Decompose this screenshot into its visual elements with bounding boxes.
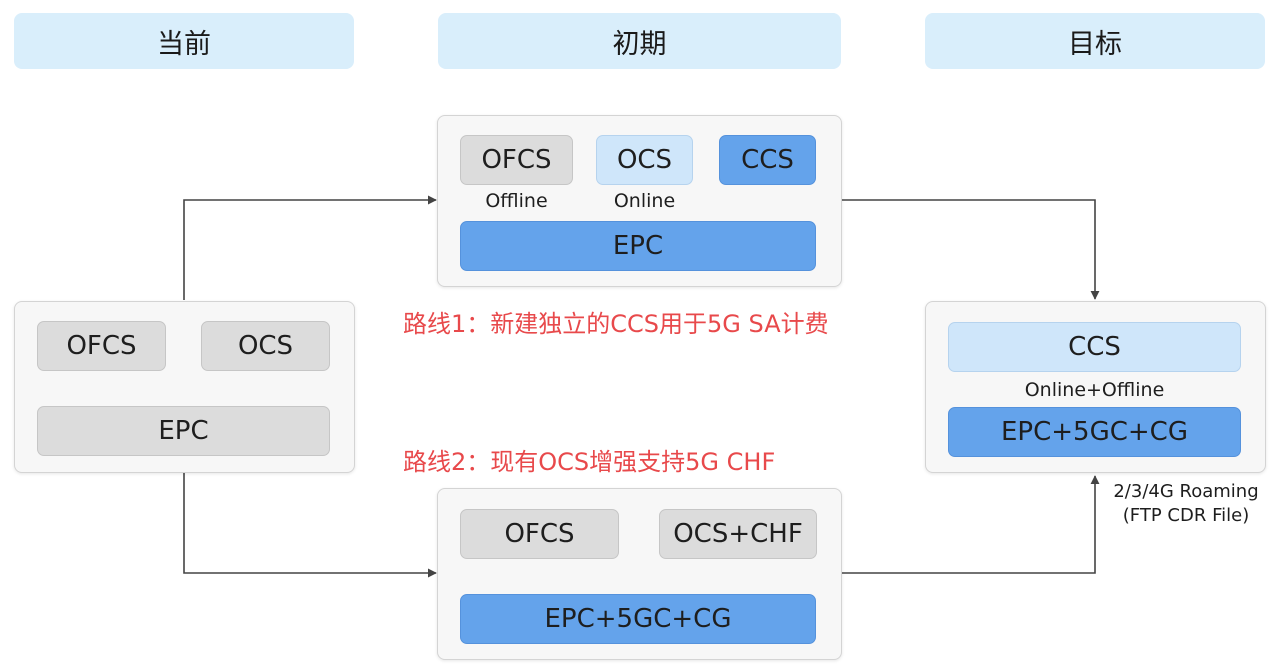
route2-ofcs-block: OFCS xyxy=(460,509,619,559)
route2-label: 路线2：现有OCS增强支持5G CHF xyxy=(403,448,776,476)
route1-label: 路线1：新建独立的CCS用于5G SA计费 xyxy=(403,310,829,338)
arrow-current-to-route1 xyxy=(183,195,437,300)
route1-ofcs-block: OFCS xyxy=(460,135,573,185)
route1-network-panel: OFCS Offline OCS Online CCS EPC xyxy=(437,115,842,287)
target-ccs-online-offline-label: Online+Offline xyxy=(1024,379,1165,401)
arrow-route2-to-target xyxy=(841,475,1100,574)
roaming-note-line2: (FTP CDR File) xyxy=(1122,505,1250,526)
route1-ccs-block: CCS xyxy=(719,135,816,185)
route1-ocs-online-label: Online xyxy=(613,190,676,212)
arrow-route1-to-target xyxy=(841,199,1100,300)
route2-ocs-chf-block: OCS+CHF xyxy=(659,509,817,559)
route1-epc-block: EPC xyxy=(460,221,816,271)
phase-header-initial: 初期 xyxy=(438,13,841,69)
route2-core-block: EPC+5GC+CG xyxy=(460,594,816,644)
arrow-current-to-route2 xyxy=(183,473,437,578)
roaming-note-line1: 2/3/4G Roaming xyxy=(1113,481,1259,502)
route1-ocs-block: OCS xyxy=(596,135,693,185)
current-ocs-block: OCS xyxy=(201,321,330,371)
target-network-panel: CCS Online+Offline EPC+5GC+CG xyxy=(925,301,1266,473)
route2-network-panel: OFCS OCS+CHF EPC+5GC+CG xyxy=(437,488,842,660)
phase-header-current: 当前 xyxy=(14,13,354,69)
target-core-block: EPC+5GC+CG xyxy=(948,407,1241,457)
current-epc-block: EPC xyxy=(37,406,330,456)
phase-header-target: 目标 xyxy=(925,13,1265,69)
roaming-note: 2/3/4G Roaming (FTP CDR File) xyxy=(1100,480,1272,528)
current-ofcs-block: OFCS xyxy=(37,321,166,371)
target-ccs-block: CCS xyxy=(948,322,1241,372)
route1-ofcs-offline-label: Offline xyxy=(485,190,548,212)
current-network-panel: OFCS OCS EPC xyxy=(14,301,355,473)
